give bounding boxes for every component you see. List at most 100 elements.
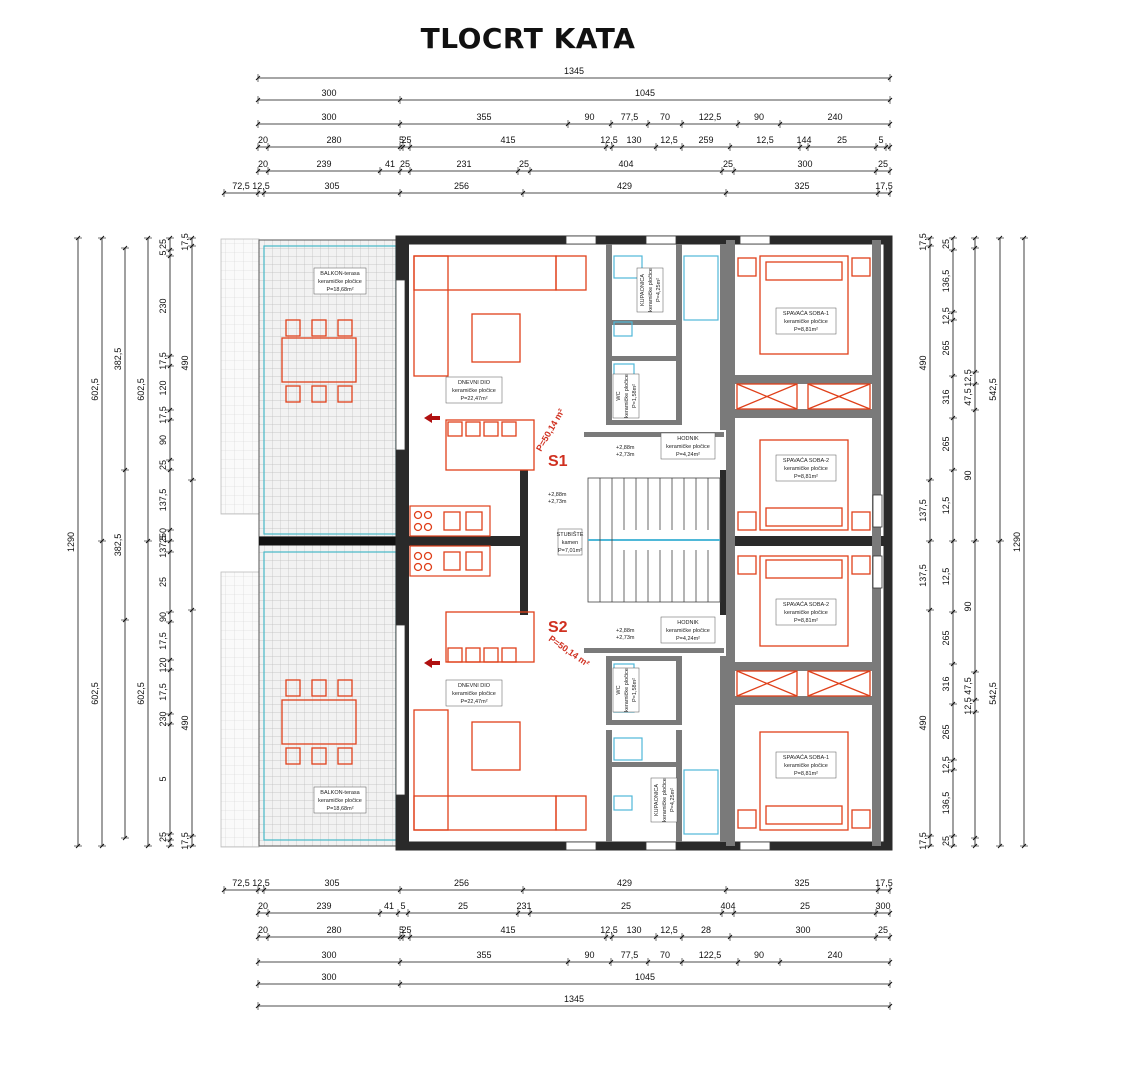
dimension-label: 325 bbox=[794, 878, 809, 888]
dimension-label: 265 bbox=[941, 724, 951, 739]
room-label-line: DNEVNI DIO bbox=[458, 380, 491, 386]
room-label-line: P=7,01m² bbox=[558, 548, 582, 554]
dimension-label: 300 bbox=[795, 925, 810, 935]
dimension-label: 20 bbox=[258, 159, 268, 169]
room-label-line: keramičke pločice bbox=[662, 778, 668, 822]
room-label-line: HODNIK bbox=[677, 620, 699, 626]
dimension-label: 240 bbox=[827, 950, 842, 960]
dimension-label: 1290 bbox=[1012, 532, 1022, 552]
dimension-label: 300 bbox=[321, 112, 336, 122]
dimension-label: 25 bbox=[941, 836, 951, 846]
dimension-label: 5 bbox=[158, 776, 168, 781]
dimension-label: 5 bbox=[878, 135, 883, 145]
right-dim-col5: 1290 bbox=[1012, 235, 1028, 849]
beds bbox=[737, 255, 871, 831]
dimension-label: 41 bbox=[385, 159, 395, 169]
dimension-label: 1045 bbox=[635, 972, 655, 982]
dimension-label: 17,5 bbox=[158, 632, 168, 650]
room-label-line: keramičke pločice bbox=[452, 388, 496, 394]
dimension-label: 17,5 bbox=[158, 406, 168, 424]
terrace-area bbox=[220, 238, 401, 848]
dimension-label: 602,5 bbox=[136, 378, 146, 401]
dimension-label: 12,5 bbox=[600, 135, 618, 145]
dimension-label: 136,5 bbox=[941, 270, 951, 293]
dimension-label: 90 bbox=[963, 470, 973, 480]
dimension-label: 490 bbox=[180, 715, 190, 730]
level-annotations: +2,88m +2,73m +2,88m +2,73m +2,88m +2,73… bbox=[548, 445, 635, 641]
right-dim-col4: 542,5 542,5 bbox=[988, 235, 1004, 849]
dimension-label: 239 bbox=[316, 901, 331, 911]
dimension-label: 20 bbox=[258, 925, 268, 935]
dimension-label: 137,5 bbox=[158, 489, 168, 512]
dimension-label: 259 bbox=[698, 135, 713, 145]
room-label-line: P=4,25m² bbox=[670, 788, 676, 812]
dimension-label: 230 bbox=[158, 298, 168, 313]
room-label-line: HODNIK bbox=[677, 436, 699, 442]
dimension-label: 25 bbox=[837, 135, 847, 145]
dimension-label: 25 bbox=[941, 239, 951, 249]
room-label-line: keramičke pločice bbox=[784, 610, 828, 616]
dimension-label: 17,5 bbox=[875, 878, 893, 888]
dimension-label: 240 bbox=[827, 112, 842, 122]
left-dim-outer: 1290 bbox=[66, 235, 82, 849]
dimension-label: 72,5 bbox=[232, 878, 250, 888]
dimension-label: 17,5 bbox=[180, 832, 190, 850]
dimension-label: 231 bbox=[516, 901, 531, 911]
dimension-label: 25 bbox=[400, 159, 410, 169]
dimension-label: 20 bbox=[258, 135, 268, 145]
dimension-label: 5 bbox=[158, 250, 168, 255]
room-label-line: BALKON-terasa bbox=[320, 271, 360, 277]
dimension-label: 12,5 bbox=[600, 925, 618, 935]
dimension-label: 25 bbox=[401, 925, 411, 935]
level-bottom: +2,88m bbox=[616, 628, 635, 634]
dimension-label: 12,5 bbox=[941, 307, 951, 325]
dimension-label: 136,5 bbox=[941, 792, 951, 815]
dimension-label: 77,5 bbox=[621, 950, 639, 960]
room-label-line: keramičke pločice bbox=[452, 691, 496, 697]
dimension-label: 300 bbox=[321, 972, 336, 982]
dimension-label: 280 bbox=[326, 925, 341, 935]
walls bbox=[395, 235, 893, 851]
dimension-label: 239 bbox=[316, 159, 331, 169]
dining-chairs bbox=[447, 421, 517, 663]
terrace-furniture bbox=[281, 319, 357, 765]
room-label-line: BALKON-terasa bbox=[320, 790, 360, 796]
dimension-label: 256 bbox=[454, 181, 469, 191]
dimension-label: 305 bbox=[324, 878, 339, 888]
dimension-label: 542,5 bbox=[988, 378, 998, 401]
dimension-label: 542,5 bbox=[988, 682, 998, 705]
dimension-label: 256 bbox=[454, 878, 469, 888]
dimension-label: 12,5 bbox=[660, 135, 678, 145]
room-label-line: P=8,81m² bbox=[794, 474, 818, 480]
dimension-label: 25 bbox=[800, 901, 810, 911]
kitchen-units bbox=[409, 505, 491, 577]
dimension-label: 12,5 bbox=[252, 878, 270, 888]
dimension-label: 300 bbox=[321, 88, 336, 98]
top-dim-row1: 1345 bbox=[255, 66, 893, 82]
room-label-line: keramičke pločice bbox=[318, 798, 362, 804]
room-label-line: SPAVAĆA SOBA-2 bbox=[783, 601, 829, 608]
dimension-label: 25 bbox=[401, 135, 411, 145]
dimension-label: 137,5 bbox=[918, 564, 928, 587]
dimension-label: 12,5 bbox=[963, 697, 973, 715]
dimension-label: 90 bbox=[754, 950, 764, 960]
unit-s1-label: S1 bbox=[548, 453, 568, 470]
room-label-line: DNEVNI DIO bbox=[458, 683, 491, 689]
room-label-line: P=4,24m² bbox=[676, 636, 700, 642]
